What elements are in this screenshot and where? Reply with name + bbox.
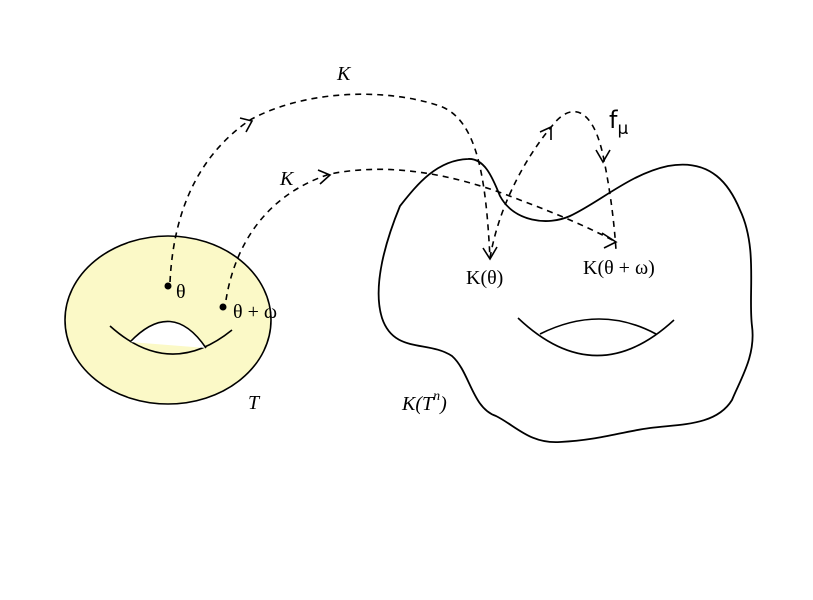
torus-hole-upper-curve <box>129 320 207 349</box>
manifold-outline <box>377 158 754 443</box>
torus: θ θ + ω T <box>64 235 277 414</box>
torus-hole-lower-curve <box>109 325 233 355</box>
mapping-arrows <box>169 93 617 301</box>
embedded-manifold: K(Tn) K(θ) K(θ + ω) <box>377 158 754 443</box>
torus-body <box>64 235 272 405</box>
arrowhead-k-upper-end <box>482 246 498 261</box>
image-theta-label: K(θ) <box>466 267 503 289</box>
arrowhead-k-upper-mid <box>239 117 254 133</box>
arrowhead-f-mu-mid <box>539 125 552 140</box>
image-theta-label-text: K(θ) <box>466 267 503 289</box>
manifold-hole-lower-curve <box>517 317 675 357</box>
torus-label: T <box>248 392 261 414</box>
point-theta-plus-omega-label: θ + ω <box>233 301 277 323</box>
arrow-f-mu <box>489 110 617 259</box>
arrowhead-k-lower-end <box>601 232 618 249</box>
arrow-f-mu-label: fμ <box>609 106 628 139</box>
arrow-f-mu-label-sub: μ <box>617 119 628 139</box>
image-theta-plus-omega-label-text: K(θ + ω) <box>583 257 655 279</box>
arrow-k-lower <box>225 168 617 301</box>
manifold-hole-upper-curve <box>539 318 657 335</box>
point-theta-plus-omega <box>219 303 227 311</box>
point-theta-label: θ <box>176 281 186 303</box>
arrow-f-mu-label-main: f <box>609 106 618 134</box>
manifold-label: K(Tn) <box>401 389 447 415</box>
arrow-k-lower-label: K <box>279 168 295 190</box>
manifold-label-close: ) <box>439 393 447 415</box>
manifold-label-main: K(T <box>401 393 435 415</box>
arrowheads <box>239 117 618 261</box>
manifold-label-superscript: n <box>433 389 440 404</box>
arrow-k-upper-label: K <box>336 63 352 85</box>
arrowhead-k-lower-mid <box>317 169 332 185</box>
arrowhead-f-mu-top <box>595 149 611 164</box>
image-theta-plus-omega-label: K(θ + ω) <box>583 257 655 279</box>
point-theta <box>164 282 172 290</box>
